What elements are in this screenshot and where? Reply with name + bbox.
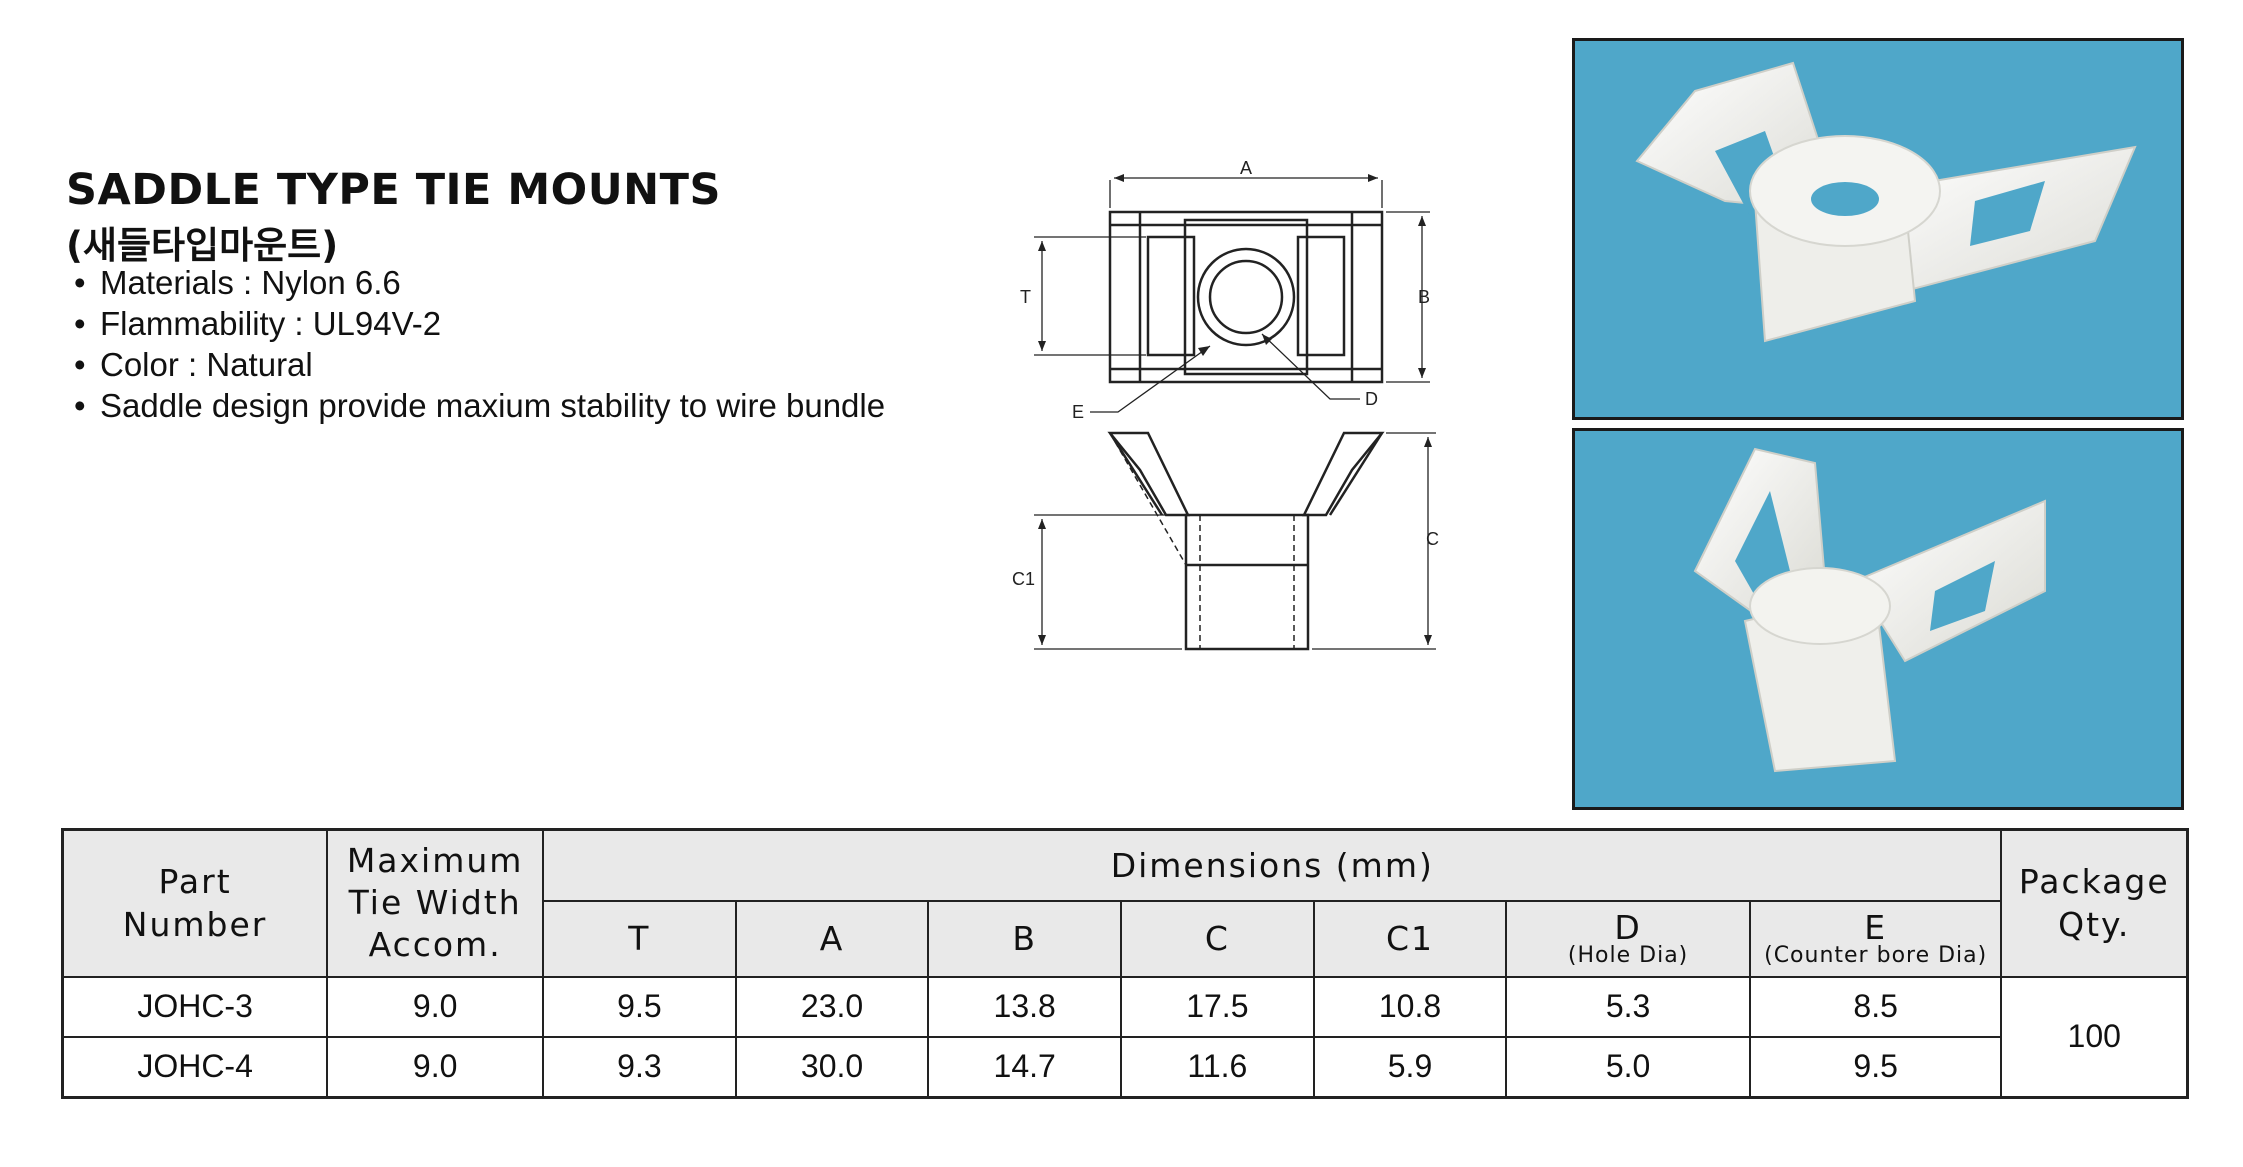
cell-e: 9.5 bbox=[1748, 1035, 2003, 1098]
cell-c: 17.5 bbox=[1120, 975, 1315, 1038]
cell-c1: 5.9 bbox=[1312, 1035, 1508, 1098]
label-c: C bbox=[1426, 529, 1439, 549]
label-d: D bbox=[1365, 389, 1378, 409]
cell-t: 9.5 bbox=[542, 975, 737, 1038]
cell-t: 9.3 bbox=[542, 1035, 737, 1098]
header-t: T bbox=[542, 899, 737, 978]
header-d-sub: (Hole Dia) bbox=[1567, 942, 1689, 968]
header-a: A bbox=[734, 899, 930, 978]
page-subtitle: (새들타입마운트) bbox=[66, 224, 339, 267]
header-e: E (Counter bore Dia) bbox=[1748, 899, 2003, 978]
table-row: JOHC-4 9.0 9.3 30.0 14.7 11.6 5.9 5.0 9.… bbox=[61, 1035, 2188, 1098]
hole-circle bbox=[1208, 259, 1284, 335]
product-photo-top bbox=[1572, 38, 2184, 420]
spec-item-design: Saddle design provide maxium stability t… bbox=[72, 385, 885, 426]
header-max-line3: Accom. bbox=[368, 925, 502, 965]
header-max-line2: Tie Width bbox=[348, 883, 522, 923]
table-row: JOHC-3 9.0 9.5 23.0 13.8 17.5 10.8 5.3 8… bbox=[61, 975, 2189, 1098]
cell-max: 9.0 bbox=[326, 975, 545, 1038]
header-max-line1: Maximum bbox=[346, 841, 524, 881]
header-max-tie-width: Maximum Tie Width Accom. bbox=[326, 828, 545, 978]
header-e-sub: (Counter bore Dia) bbox=[1764, 942, 1988, 968]
header-pkg-line1: Package bbox=[2018, 862, 2170, 902]
cell-a: 30.0 bbox=[734, 1035, 930, 1098]
cell-package-qty: 100 bbox=[2000, 975, 2189, 1098]
cell-c: 11.6 bbox=[1120, 1035, 1315, 1098]
label-a: A bbox=[1240, 158, 1252, 178]
cell-a: 23.0 bbox=[734, 975, 930, 1038]
header-dimensions: Dimensions (mm) bbox=[542, 828, 2003, 902]
product-photo-bottom bbox=[1572, 428, 2184, 810]
spec-item-color: Color : Natural bbox=[72, 344, 885, 385]
cell-c1: 10.8 bbox=[1312, 975, 1508, 1038]
header-b: B bbox=[927, 899, 1123, 978]
counterbore-circle bbox=[1196, 247, 1296, 347]
spec-list: Materials : Nylon 6.6 Flammability : UL9… bbox=[72, 262, 885, 426]
dimension-drawing: A B T E D C C1 bbox=[1012, 158, 1439, 651]
header-part-line2: Number bbox=[122, 905, 268, 945]
spec-table: Part Number Maximum Tie Width Accom. Dim… bbox=[61, 828, 2189, 1099]
label-e: E bbox=[1072, 402, 1084, 422]
cell-d: 5.0 bbox=[1505, 1035, 1751, 1098]
cell-e: 8.5 bbox=[1748, 975, 2003, 1038]
cell-part: JOHC-3 bbox=[61, 975, 329, 1038]
header-d-label: D bbox=[1614, 907, 1642, 947]
spec-item-materials: Materials : Nylon 6.6 bbox=[72, 262, 885, 303]
header-c: C bbox=[1120, 899, 1315, 978]
header-pkg-line2: Qty. bbox=[2058, 905, 2131, 945]
header-d: D (Hole Dia) bbox=[1505, 899, 1751, 978]
header-e-label: E bbox=[1864, 907, 1888, 947]
header-package-qty: Package Qty. bbox=[2000, 828, 2189, 978]
label-t: T bbox=[1020, 287, 1031, 307]
cell-max: 9.0 bbox=[326, 1035, 545, 1098]
header-part-line1: Part bbox=[158, 862, 232, 902]
header-c1: C1 bbox=[1312, 899, 1508, 978]
spec-item-flammability: Flammability : UL94V-2 bbox=[72, 303, 885, 344]
top-view-outline bbox=[1108, 210, 1384, 384]
label-c1: C1 bbox=[1012, 569, 1035, 589]
page-title: SADDLE TYPE TIE MOUNTS bbox=[66, 165, 721, 215]
header-part-number: Part Number bbox=[61, 828, 329, 978]
cell-d: 5.3 bbox=[1505, 975, 1751, 1038]
label-b: B bbox=[1418, 287, 1430, 307]
cell-b: 14.7 bbox=[927, 1035, 1123, 1098]
cell-b: 13.8 bbox=[927, 975, 1123, 1038]
cell-part: JOHC-4 bbox=[61, 1035, 329, 1098]
